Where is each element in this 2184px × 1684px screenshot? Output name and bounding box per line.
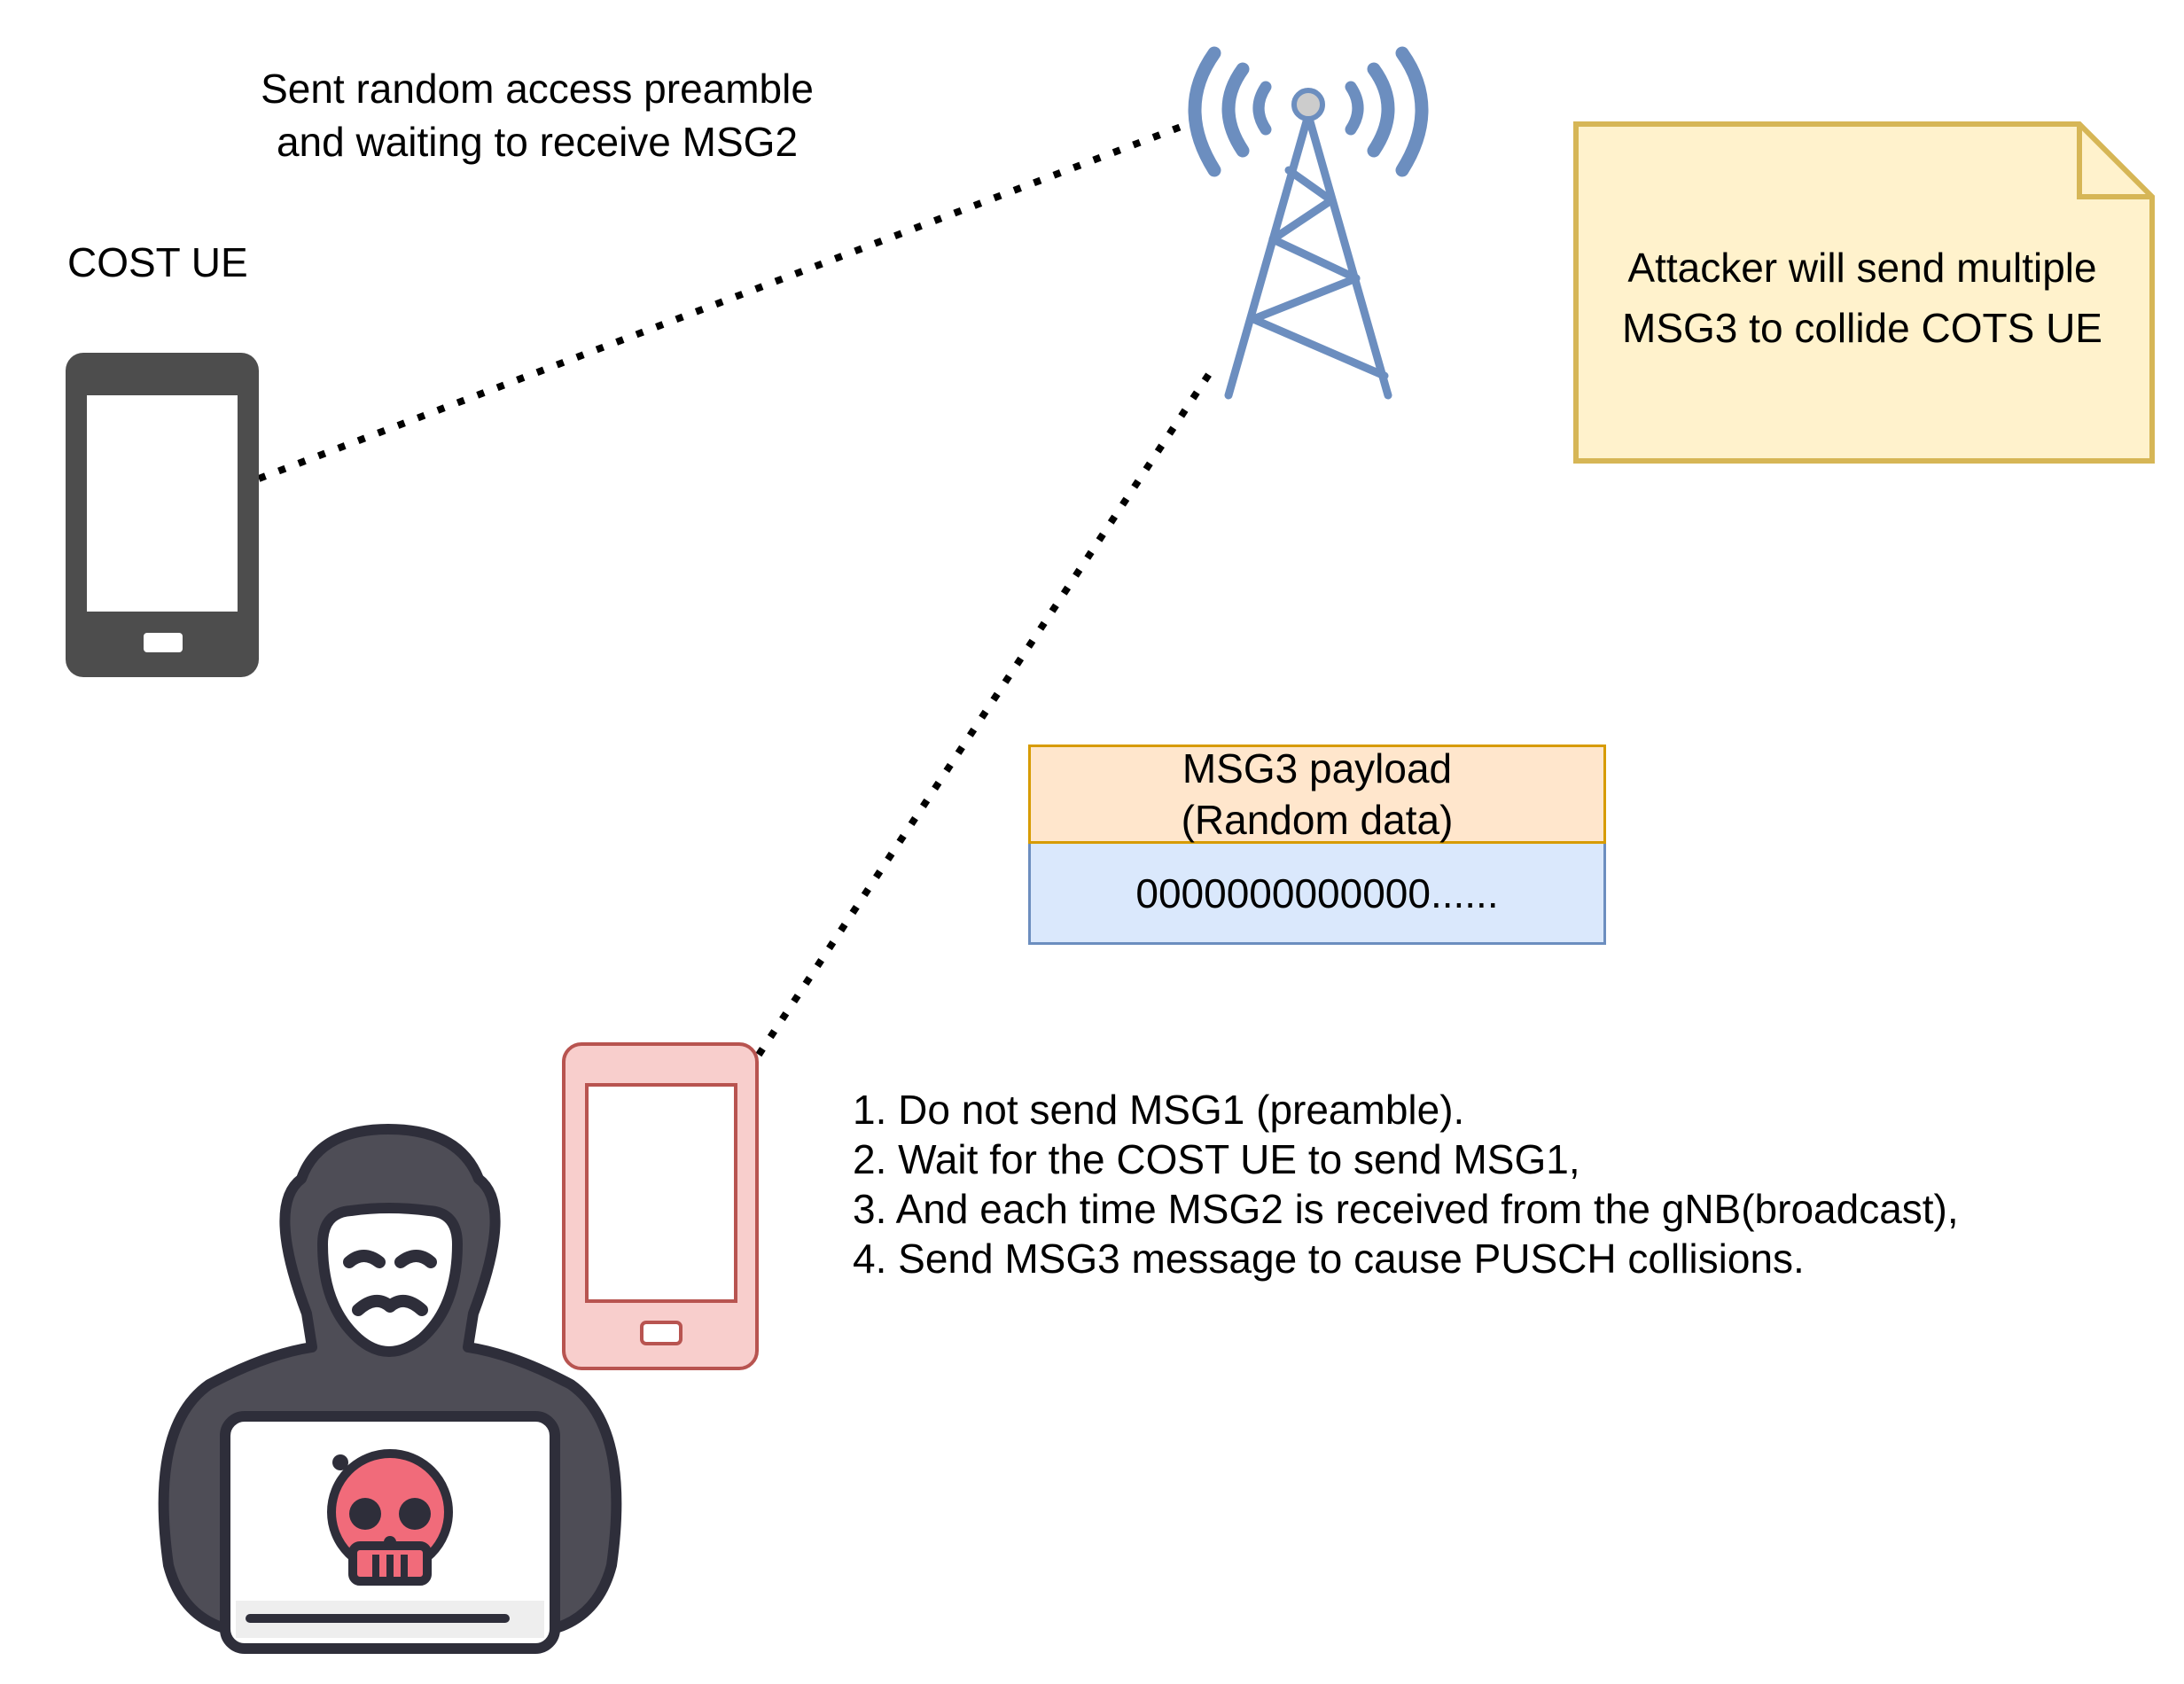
preamble-caption: Sent random access preamble and waiting …	[227, 62, 847, 168]
preamble-caption-line2: and waiting to receive MSG2	[276, 119, 799, 165]
payload-header: MSG3 payload (Random data)	[1028, 745, 1606, 844]
attacker-phone	[562, 1042, 759, 1370]
cots-ue-phone	[66, 353, 259, 677]
payload-body: 0000000000000......	[1028, 844, 1606, 945]
skull-icon	[327, 1449, 453, 1586]
attack-steps: 1. Do not send MSG1 (preamble). 2. Wait …	[853, 1085, 1959, 1283]
cots-ue-label: COST UE	[67, 239, 248, 285]
link-attacker-to-tower	[755, 366, 1216, 1057]
note-line1: Attacker will send multiple	[1627, 245, 2097, 291]
hacker-icon	[158, 1124, 622, 1654]
payload-header-line1: MSG3 payload	[1182, 745, 1453, 791]
payload-header-line2: (Random data)	[1181, 797, 1454, 843]
note-box	[1573, 121, 2155, 464]
step-item: 3. And each time MSG2 is received from t…	[853, 1186, 1959, 1232]
note-text: Attacker will send multiple MSG3 to coll…	[1574, 238, 2150, 358]
step-item: 1. Do not send MSG1 (preamble).	[853, 1087, 1465, 1133]
note-line2: MSG3 to collide COTS UE	[1622, 305, 2102, 351]
preamble-caption-line1: Sent random access preamble	[261, 66, 814, 112]
link-ue-to-tower	[257, 115, 1204, 482]
step-item: 2. Wait for the COST UE to send MSG1,	[853, 1136, 1580, 1182]
cell-tower-icon	[1188, 46, 1429, 400]
step-item: 4. Send MSG3 message to cause PUSCH coll…	[853, 1236, 1805, 1282]
